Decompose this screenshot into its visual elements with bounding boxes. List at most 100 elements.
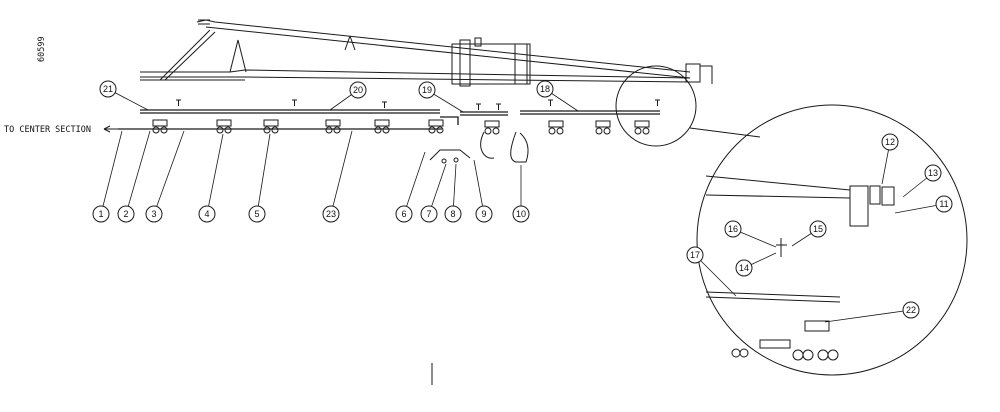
balloon-20: 20 <box>349 81 367 99</box>
balloon-label: 15 <box>813 224 823 234</box>
balloon-14: 14 <box>735 259 753 277</box>
balloon-12: 12 <box>881 133 899 151</box>
balloon-label: 18 <box>540 84 550 94</box>
balloon-23: 23 <box>322 205 340 223</box>
balloon-18: 18 <box>536 80 554 98</box>
balloon-label: 14 <box>739 263 749 273</box>
hose-assemblies <box>429 131 529 164</box>
balloon-circle <box>444 205 462 223</box>
balloon-label: 1 <box>98 209 103 219</box>
leader-22 <box>824 309 912 323</box>
leader-1 <box>100 130 123 215</box>
center-section-label: TO CENTER SECTION <box>4 125 91 135</box>
balloon-circle <box>536 80 554 98</box>
leader-4 <box>206 133 224 215</box>
balloon-21: 21 <box>99 80 117 98</box>
balloon-5: 5 <box>248 205 266 223</box>
balloon-6: 6 <box>395 205 413 223</box>
balloon-label: 7 <box>426 209 431 219</box>
balloon-label: 16 <box>728 224 738 234</box>
balloon-label: 9 <box>481 209 486 219</box>
nozzle-7 <box>484 120 500 135</box>
balloon-label: 22 <box>906 305 916 315</box>
balloon-7: 7 <box>420 205 438 223</box>
balloon-circle <box>418 81 436 99</box>
balloon-17: 17 <box>686 246 704 264</box>
leader-5 <box>256 133 271 215</box>
balloon-label: 19 <box>422 85 432 95</box>
balloon-19: 19 <box>418 81 436 99</box>
leader-3 <box>153 130 185 215</box>
balloon-circle <box>735 259 753 277</box>
balloon-label: 20 <box>353 85 363 95</box>
balloon-label: 12 <box>885 137 895 147</box>
balloon-8: 8 <box>444 205 462 223</box>
balloon-label: 2 <box>123 209 128 219</box>
balloon-1: 1 <box>92 205 110 223</box>
balloon-3: 3 <box>145 205 163 223</box>
center-section-arrow <box>103 125 120 133</box>
leader-7 <box>428 163 447 215</box>
balloon-circle <box>248 205 266 223</box>
nozzle-10 <box>634 120 650 135</box>
pipe-fittings <box>176 99 660 110</box>
leader-2 <box>125 130 151 215</box>
balloon-22: 22 <box>902 301 920 319</box>
detail-circles <box>615 65 968 376</box>
balloon-circle <box>809 220 827 238</box>
balloon-label: 8 <box>450 209 455 219</box>
balloon-circle <box>117 205 135 223</box>
balloon-label: 17 <box>690 250 700 260</box>
balloon-4: 4 <box>198 205 216 223</box>
balloon-9: 9 <box>475 205 493 223</box>
nozzle-3 <box>263 119 279 134</box>
balloon-circle <box>924 164 942 182</box>
balloon-circle <box>512 205 530 223</box>
nozzle-8 <box>548 120 564 135</box>
balloon-circle <box>902 301 920 319</box>
balloon-2: 2 <box>117 205 135 223</box>
detail-callout-small <box>615 65 697 147</box>
balloon-11: 11 <box>935 195 953 213</box>
balloon-circle <box>420 205 438 223</box>
balloon-10: 10 <box>512 205 530 223</box>
nozzle-assemblies <box>152 119 650 135</box>
leader-lines <box>100 88 945 323</box>
leader-23 <box>330 130 353 215</box>
balloon-15: 15 <box>809 220 827 238</box>
balloon-label: 4 <box>204 209 209 219</box>
balloon-circle <box>349 81 367 99</box>
nozzle-4 <box>325 119 341 134</box>
balloon-circle <box>724 220 742 238</box>
nozzle-6 <box>428 119 444 134</box>
nozzle-5 <box>374 119 390 134</box>
nozzle-2 <box>216 119 232 134</box>
balloon-circle <box>686 246 704 264</box>
balloon-label: 11 <box>939 199 948 209</box>
balloon-circle <box>198 205 216 223</box>
leader-6 <box>403 151 426 215</box>
leader-17 <box>694 254 737 297</box>
balloon-label: 10 <box>516 209 526 219</box>
balloon-circle <box>395 205 413 223</box>
balloon-label: 13 <box>928 168 938 178</box>
leader-9 <box>473 159 485 215</box>
detail-contents <box>431 175 895 385</box>
balloon-circle <box>92 205 110 223</box>
nozzle-9 <box>595 120 611 135</box>
balloon-circle <box>322 205 340 223</box>
detail-magnified-view <box>696 104 968 376</box>
balloon-16: 16 <box>724 220 742 238</box>
balloon-circle <box>475 205 493 223</box>
boom-arm <box>140 19 713 87</box>
balloon-13: 13 <box>924 164 942 182</box>
balloon-label: 3 <box>151 209 156 219</box>
balloon-circle <box>935 195 953 213</box>
balloon-label: 6 <box>401 209 406 219</box>
balloon-circle <box>145 205 163 223</box>
balloon-label: 21 <box>103 84 113 94</box>
balloon-label: 23 <box>326 209 336 219</box>
figure-number: 60599 <box>37 36 47 62</box>
